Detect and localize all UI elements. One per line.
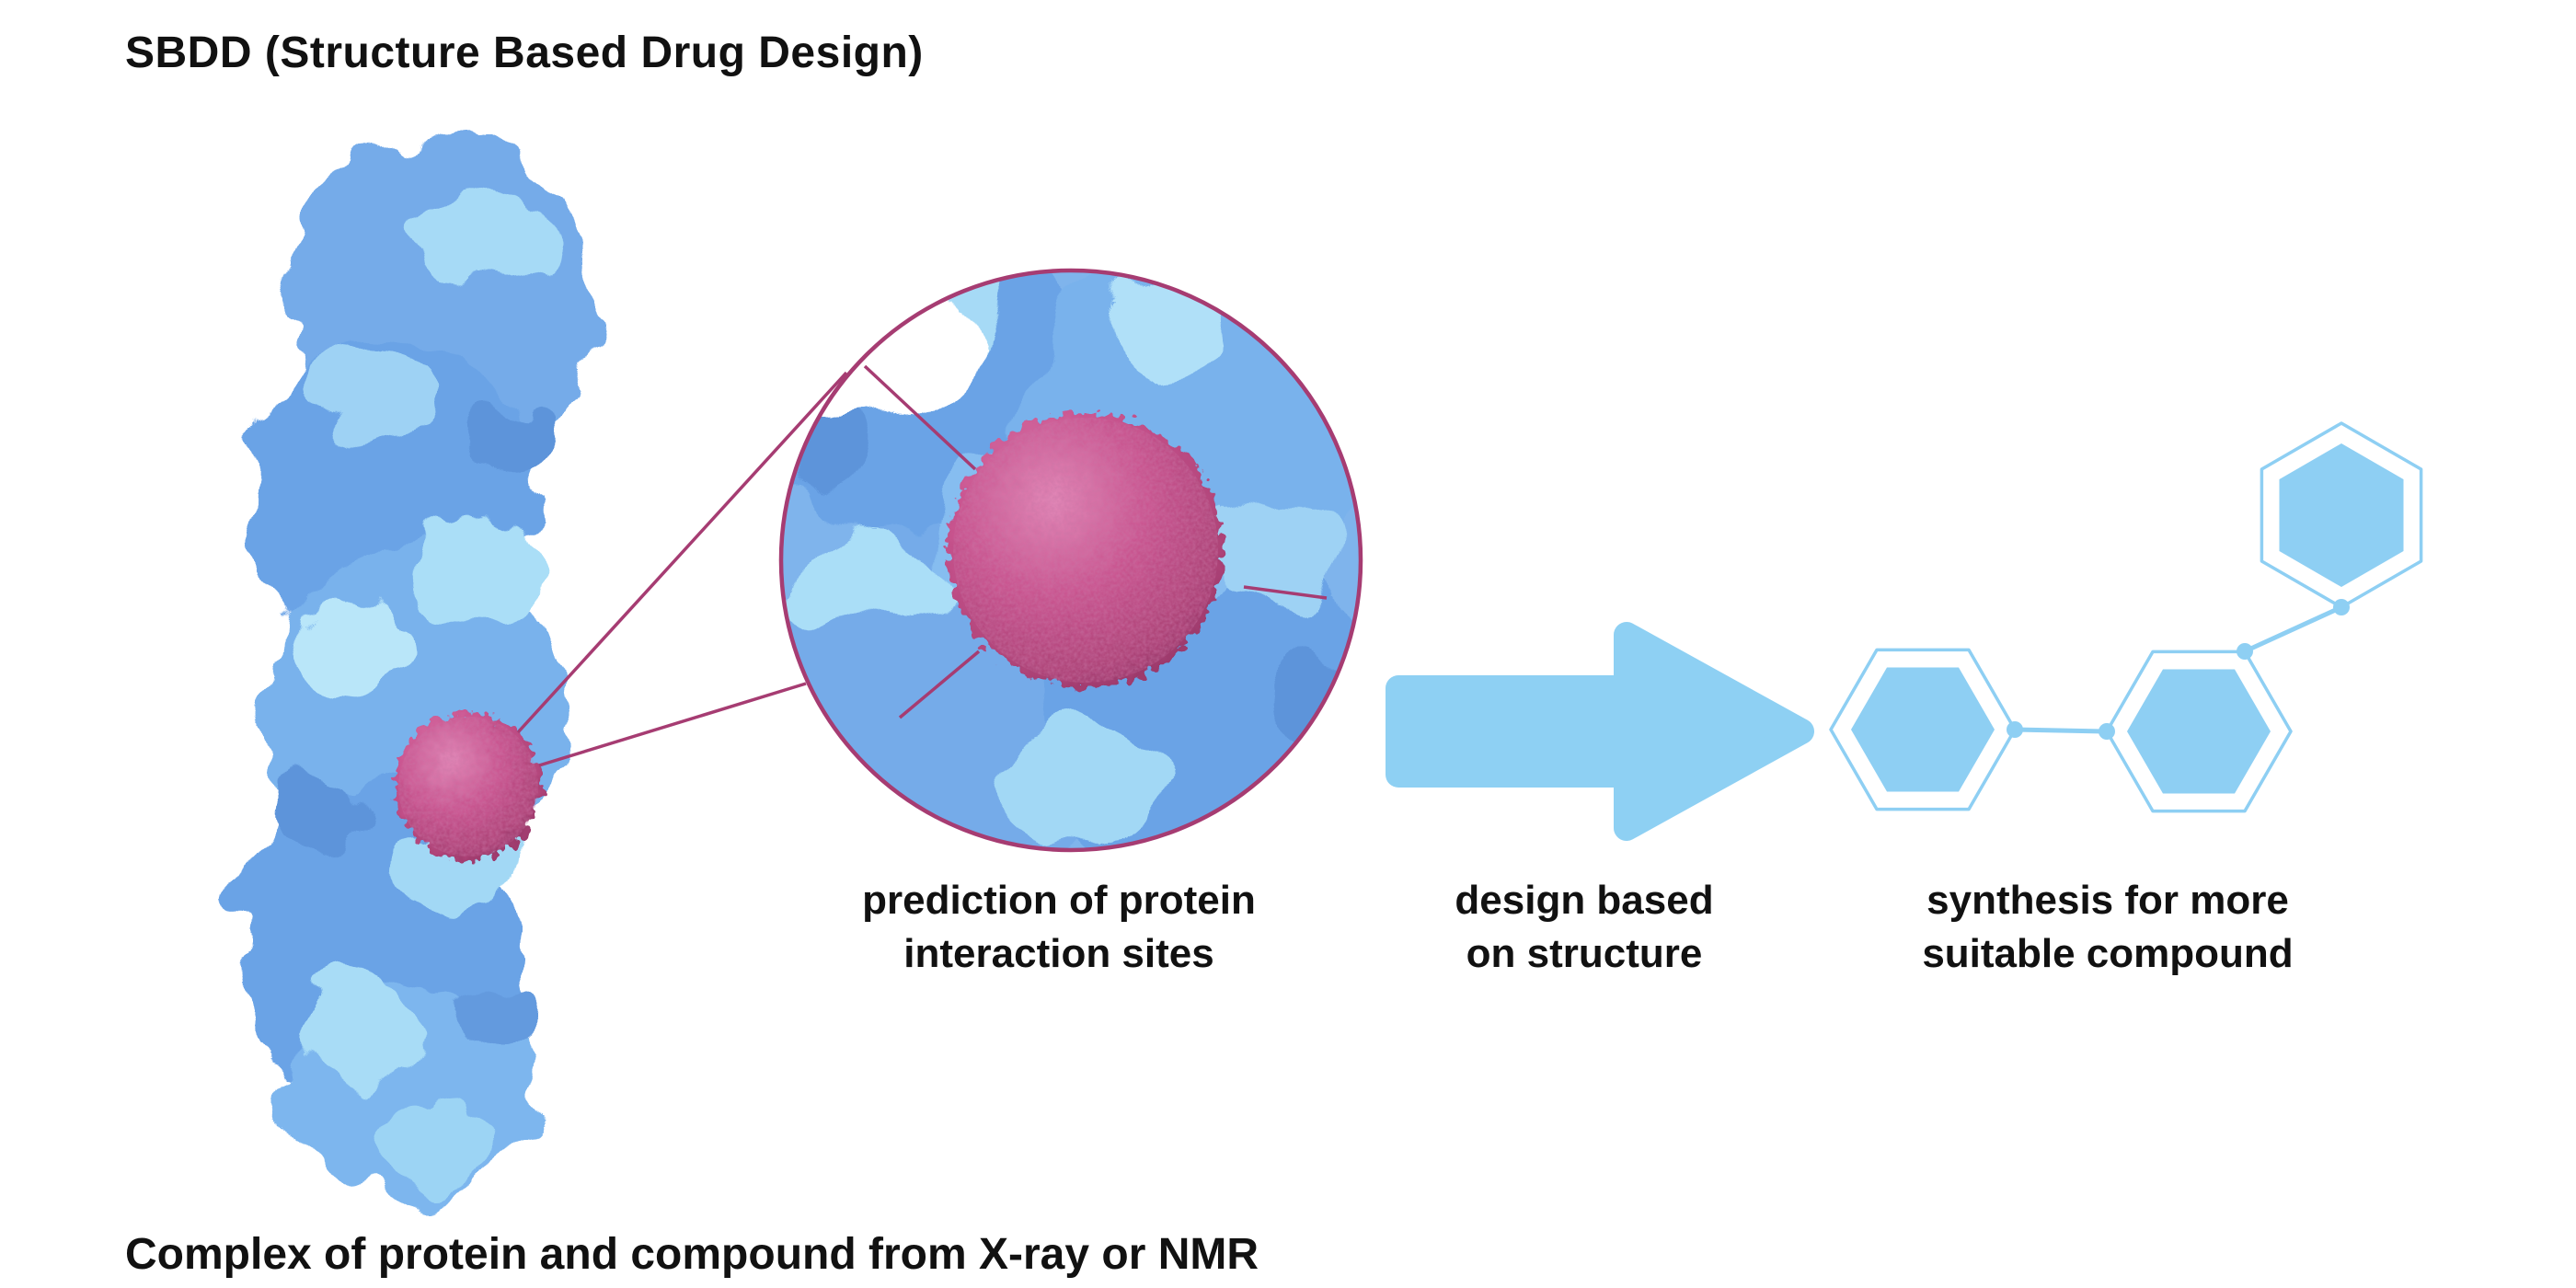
magnifier-circle-icon bbox=[778, 268, 1363, 853]
compound-sphere-icon bbox=[395, 713, 542, 860]
footer-caption: Complex of protein and compound from X-r… bbox=[125, 1230, 1259, 1279]
right-arrow-icon bbox=[1386, 622, 1814, 841]
caption-design-line2: on structure bbox=[1466, 931, 1703, 977]
diagram-title: SBDD (Structure Based Drug Design) bbox=[125, 29, 924, 77]
caption-synthesis-line1: synthesis for more bbox=[1926, 878, 2289, 923]
caption-prediction-line2: interaction sites bbox=[903, 931, 1214, 977]
zoom-connector-lines bbox=[516, 371, 848, 767]
caption-synthesis-line2: suitable compound bbox=[1922, 931, 2294, 977]
hexagon-ring-right bbox=[2260, 421, 2423, 609]
lens-ring bbox=[778, 268, 1363, 853]
compound-sphere-zoomed-icon bbox=[948, 412, 1224, 688]
molecule-structure-icon bbox=[1829, 421, 2423, 813]
protein-structure-illustration bbox=[239, 133, 593, 1201]
hexagon-ring-middle bbox=[2105, 650, 2293, 813]
hexagon-ring-left bbox=[1829, 648, 2017, 811]
caption-synthesis: synthesis for more suitable compound bbox=[1832, 874, 2384, 981]
caption-prediction: prediction of protein interaction sites bbox=[783, 874, 1335, 981]
site-pointer-lines bbox=[863, 364, 1328, 719]
caption-prediction-line1: prediction of protein bbox=[862, 878, 1256, 923]
caption-design: design based on structure bbox=[1354, 874, 1814, 981]
caption-design-line1: design based bbox=[1455, 878, 1714, 923]
